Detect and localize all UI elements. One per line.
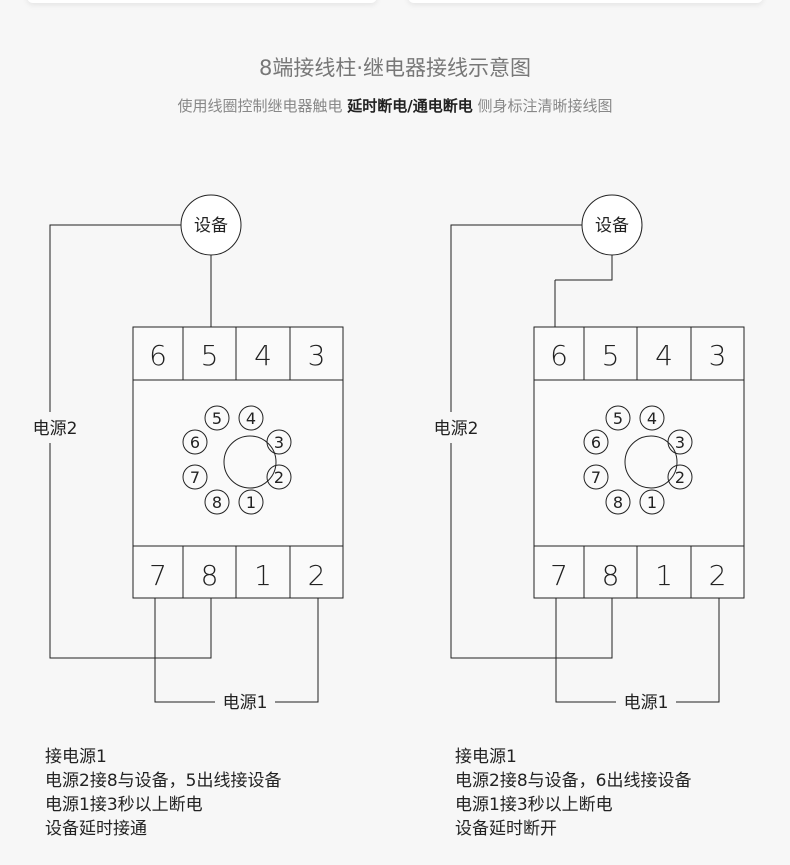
relay-body	[132, 326, 344, 599]
socket-pin	[639, 489, 665, 515]
socket-pin	[667, 429, 693, 455]
top-pin-label: 5	[602, 339, 620, 372]
subtitle-post: 侧身标注清晰接线图	[477, 97, 613, 115]
subtitle-bold: 延时断电/通电断电	[347, 97, 473, 115]
socket-pin-label: 3	[274, 433, 284, 452]
subtitle-pre: 使用线圈控制继电器触电	[177, 97, 343, 115]
note: 电源1接3秒以上断电	[45, 795, 203, 815]
left-notes: 接电源1 电源2接8与设备，5出线接设备 电源1接3秒以上断电 设备延时接通	[45, 745, 281, 841]
socket-pin-label: 1	[246, 493, 256, 512]
socket-pin-label: 8	[613, 493, 623, 512]
socket-pin	[266, 464, 292, 490]
top-pin-label: 6	[149, 339, 167, 372]
socket-pin	[182, 429, 208, 455]
note: 接电源1	[45, 747, 107, 767]
right-notes: 接电源1 电源2接8与设备，6出线接设备 电源1接3秒以上断电 设备延时断开	[455, 745, 691, 841]
bottom-pin-label: 2	[308, 559, 326, 592]
socket-pin-label: 1	[647, 493, 657, 512]
socket-pin-label: 6	[190, 433, 200, 452]
socket-pin-label: 4	[246, 409, 256, 428]
socket-pin-label: 7	[190, 468, 200, 487]
wire-power1	[676, 598, 720, 703]
relay-body	[533, 326, 745, 599]
note: 电源2接8与设备，5出线接设备	[45, 771, 282, 791]
socket-pin	[204, 405, 230, 431]
wire-power2	[49, 443, 212, 659]
wire-output	[555, 255, 613, 281]
wire-power1	[154, 598, 215, 703]
socket-pin-label: 5	[212, 409, 222, 428]
power1-label: 电源1	[223, 693, 268, 713]
top-pin-label: 5	[201, 339, 219, 372]
power2-label: 电源2	[33, 419, 78, 439]
wire-power1	[555, 598, 616, 703]
socket-pin	[238, 489, 264, 515]
device-label: 设备	[194, 216, 228, 236]
bottom-pin-label: 7	[550, 559, 568, 592]
socket-pin-label: 5	[613, 409, 623, 428]
socket-pin	[605, 489, 631, 515]
top-card-left	[27, 0, 377, 3]
socket-pin	[639, 405, 665, 431]
socket-pin-label: 2	[675, 468, 685, 487]
socket-pin	[204, 489, 230, 515]
note: 接电源1	[455, 747, 517, 767]
note: 电源1接3秒以上断电	[455, 795, 613, 815]
wire-power2	[49, 224, 181, 412]
bottom-pin-label: 7	[149, 559, 167, 592]
bottom-pin-label: 1	[254, 559, 272, 592]
bottom-pin-label: 8	[201, 559, 219, 592]
socket-center	[624, 435, 678, 489]
subtitle: 使用线圈控制继电器触电 延时断电/通电断电 侧身标注清晰接线图	[0, 95, 790, 116]
socket-pin	[605, 405, 631, 431]
bottom-pin-label: 2	[709, 559, 727, 592]
socket-pin-label: 3	[675, 433, 685, 452]
power2-label: 电源2	[434, 419, 479, 439]
top-pin-label: 3	[709, 339, 727, 372]
bottom-pin-label: 1	[655, 559, 673, 592]
socket-pin	[583, 464, 609, 490]
top-pin-label: 4	[655, 339, 673, 372]
device-label: 设备	[595, 216, 629, 236]
socket-pin-label: 7	[591, 468, 601, 487]
top-card-right	[408, 0, 763, 3]
page-title: 8端接线柱·继电器接线示意图	[258, 56, 532, 80]
socket-pin-label: 4	[647, 409, 657, 428]
wire-power2	[450, 224, 582, 412]
socket-pin-label: 2	[274, 468, 284, 487]
note: 设备延时接通	[45, 819, 147, 839]
wire-power2	[450, 443, 613, 659]
socket-pin	[182, 464, 208, 490]
top-pin-label: 6	[550, 339, 568, 372]
socket-pin-label: 6	[591, 433, 601, 452]
note: 设备延时断开	[455, 819, 557, 839]
socket-pin	[583, 429, 609, 455]
socket-pin	[238, 405, 264, 431]
socket-pin	[667, 464, 693, 490]
socket-pin-label: 8	[212, 493, 222, 512]
top-pin-label: 4	[254, 339, 272, 372]
socket-center	[223, 435, 277, 489]
socket-pin	[266, 429, 292, 455]
bottom-pin-label: 8	[602, 559, 620, 592]
power1-label: 电源1	[624, 693, 669, 713]
top-pin-label: 3	[308, 339, 326, 372]
wire-power1	[275, 598, 319, 703]
note: 电源2接8与设备，6出线接设备	[455, 771, 692, 791]
